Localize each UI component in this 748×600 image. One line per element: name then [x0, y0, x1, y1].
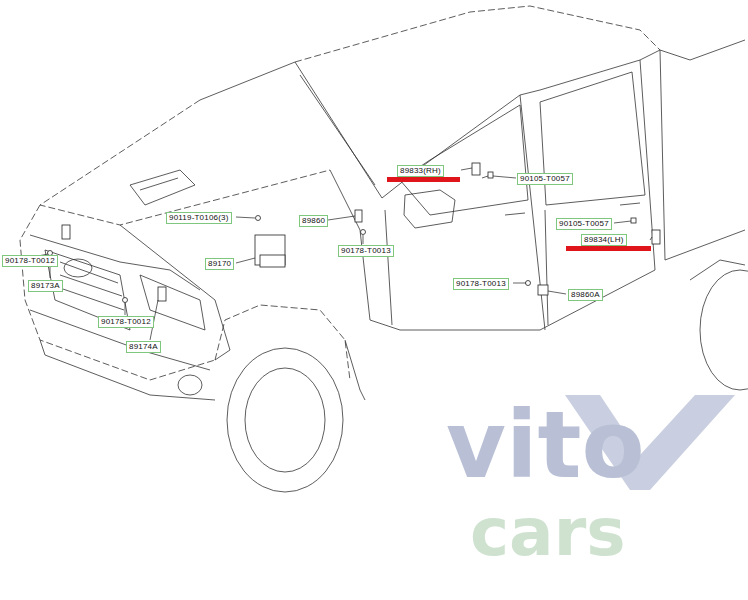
watermark: vito [446, 400, 645, 492]
highlight-bars [387, 177, 651, 251]
callout-number: 90178-T0013 [338, 245, 394, 257]
callout-number: 89170 [205, 258, 234, 270]
callout-number: 90105-T0057 [556, 218, 612, 230]
callout-number: 89833(RH) [397, 165, 444, 177]
leader-lines [28, 168, 652, 340]
callout-number: 89860A [568, 289, 603, 301]
watermark: cars [470, 500, 626, 566]
callout-number: 90178-T0013 [453, 278, 509, 290]
callout-number: 89860 [299, 215, 328, 227]
callout-number: 90105-T0057 [517, 173, 573, 185]
callout-number: 89834(LH) [581, 234, 627, 246]
callout-number: 89173A [28, 280, 63, 292]
callout-number: 89174A [126, 341, 161, 353]
sensor-parts [48, 163, 661, 303]
callout-number: 90178-T0012 [98, 316, 154, 328]
callout-number: 90119-T0106(3) [166, 212, 232, 224]
callout-number: 90178-T0012 [2, 255, 58, 267]
vehicle-outline [20, 6, 748, 492]
